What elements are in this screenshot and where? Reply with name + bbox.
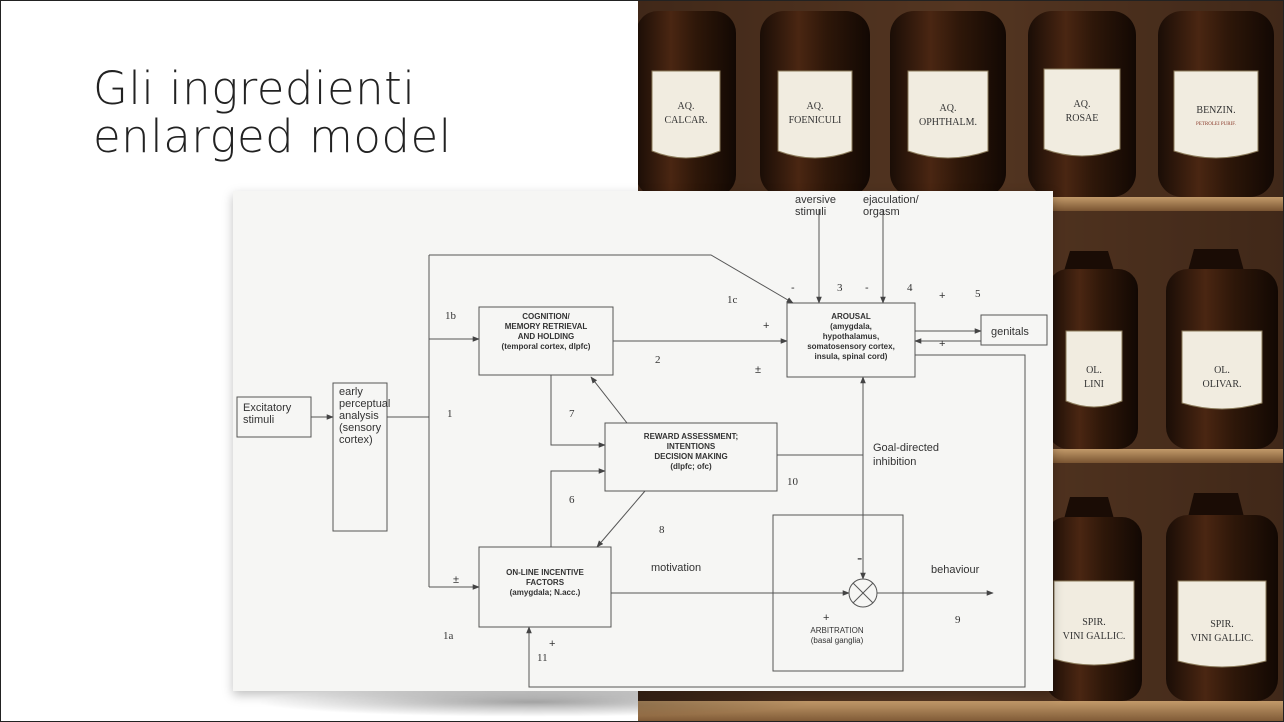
label-3: 3 xyxy=(837,282,843,294)
bottle-label-line1: AQ. xyxy=(678,101,695,112)
bottle-label-line1: BENZIN. xyxy=(1196,105,1235,116)
sign-minus-aversive: - xyxy=(791,282,795,294)
bottle-aq-calcar: AQ. CALCAR. xyxy=(638,11,736,197)
excitatory-line2: stimuli xyxy=(243,414,274,426)
bottle-label-line2: FOENICULI xyxy=(789,115,842,126)
label-7: 7 xyxy=(569,408,575,420)
bottle-label-line2: PETROLEI PURIF. xyxy=(1196,122,1236,127)
online-line3: (amygdala; N.acc.) xyxy=(510,588,581,597)
bottle-label-line1: SPIR. xyxy=(1082,617,1106,628)
online-line1: ON-LINE INCENTIVE xyxy=(506,568,584,577)
early-line1: early xyxy=(339,386,363,398)
bottle-label-line2: CALCAR. xyxy=(664,115,707,126)
bottle-ol-olivar: OL. OLIVAR. xyxy=(1166,249,1278,449)
sign-plusminus-online: ± xyxy=(453,574,459,586)
excitatory-line1: Excitatory xyxy=(243,402,292,414)
bottle-label-line1: SPIR. xyxy=(1210,619,1234,630)
sign-minus-ejaculation: - xyxy=(865,282,869,294)
arousal-line3: hypothalamus, xyxy=(823,332,879,341)
title-line-2: enlarged model xyxy=(93,110,452,163)
online-line2: FACTORS xyxy=(526,578,565,587)
label-11: 11 xyxy=(537,652,548,664)
reward-line3: DECISION MAKING xyxy=(654,452,727,461)
sign-plus-feedback: + xyxy=(549,638,555,650)
motivation-label: motivation xyxy=(651,562,701,574)
bottle-label-line2: OLIVAR. xyxy=(1203,379,1242,390)
label-10: 10 xyxy=(787,476,799,488)
bottle-label-line1: AQ. xyxy=(807,101,824,112)
label-9: 9 xyxy=(955,614,961,626)
goal-line1: Goal-directed xyxy=(873,442,939,454)
early-line3: analysis xyxy=(339,410,379,422)
bottle-aq-ophthalm: AQ. OPHTHALM. xyxy=(890,11,1006,197)
bottle-benzin: BENZIN. PETROLEI PURIF. xyxy=(1158,11,1274,197)
bottle-aq-rosae: AQ. ROSAE xyxy=(1028,11,1136,197)
arbitration-line1: ARBITRATION xyxy=(810,626,863,635)
enlarged-model-diagram: Excitatory stimuli early perceptual anal… xyxy=(233,191,1053,691)
label-8: 8 xyxy=(659,524,665,536)
bottle-spir-vini-gallic-1: SPIR. VINI GALLIC. xyxy=(1046,497,1142,701)
behaviour-label: behaviour xyxy=(931,564,980,576)
bottle-label-line1: OL. xyxy=(1214,365,1230,376)
label-1c: 1c xyxy=(727,294,738,306)
label-5: 5 xyxy=(975,288,981,300)
bottle-ol-lini: OL. LINI xyxy=(1048,251,1138,449)
box-reward-assessment xyxy=(604,422,778,492)
box-early-perceptual-analysis xyxy=(332,382,388,532)
slide-title: Gli ingredienti enlarged model xyxy=(93,65,452,161)
ejaculation-line1: ejaculation/ xyxy=(863,194,920,206)
diagram-svg: Excitatory stimuli early perceptual anal… xyxy=(236,194,1048,688)
cognition-line4: (temporal cortex, dlpfc) xyxy=(502,342,591,351)
reward-line1: REWARD ASSESSMENT; xyxy=(644,432,738,441)
arousal-line2: (amygdala, xyxy=(830,322,872,331)
bottle-aq-foeniculi: AQ. FOENICULI xyxy=(760,11,870,197)
genitals-label: genitals xyxy=(991,326,1029,338)
aversive-line2: stimuli xyxy=(795,206,826,218)
figure-shadow xyxy=(253,687,813,717)
reward-line4: (dlpfc; ofc) xyxy=(670,462,712,471)
bottle-label-line2: VINI GALLIC. xyxy=(1063,631,1126,642)
label-1a: 1a xyxy=(443,630,454,642)
title-line-1: Gli ingredienti xyxy=(93,62,416,115)
cognition-line1: COGNITION/ xyxy=(522,312,570,321)
sign-plus-cognition: + xyxy=(763,320,769,332)
arousal-line4: somatosensory cortex, xyxy=(807,342,895,351)
label-2: 2 xyxy=(655,354,661,366)
early-line4: (sensory xyxy=(339,422,382,434)
ejaculation-line2: orgasm xyxy=(863,206,900,218)
reward-line2: INTENTIONS xyxy=(667,442,716,451)
label-1b: 1b xyxy=(445,310,457,322)
sign-plusminus-arousal: ± xyxy=(755,364,761,376)
sign-minus-arbitration: - xyxy=(857,550,862,567)
sign-plus-genitals-out: + xyxy=(939,290,945,302)
bottle-spir-vini-gallic-2: SPIR. VINI GALLIC. xyxy=(1166,493,1278,701)
bottle-label-line2: OPHTHALM. xyxy=(919,117,977,128)
sign-plus-genitals-in: + xyxy=(939,338,945,350)
early-line5: cortex) xyxy=(339,434,373,446)
box-online-incentive-factors xyxy=(478,546,612,628)
cognition-line2: MEMORY RETRIEVAL xyxy=(505,322,588,331)
arousal-line1: AROUSAL xyxy=(831,312,871,321)
label-4: 4 xyxy=(907,282,913,294)
sign-plus-arbitration: + xyxy=(823,612,829,624)
goal-line2: inhibition xyxy=(873,456,916,468)
shelf-bottom xyxy=(638,701,1283,721)
arbitration-line2: (basal ganglia) xyxy=(811,636,864,645)
label-6: 6 xyxy=(569,494,575,506)
bottle-label-line2: LINI xyxy=(1084,379,1104,390)
early-line2: perceptual xyxy=(339,398,390,410)
arousal-line5: insula, spinal cord) xyxy=(815,352,888,361)
bottle-label-line2: ROSAE xyxy=(1066,113,1099,124)
bottle-label-line1: AQ. xyxy=(940,103,957,114)
bottle-label-line2: VINI GALLIC. xyxy=(1191,633,1254,644)
bottle-label-line1: AQ. xyxy=(1074,99,1091,110)
bottle-label-line1: OL. xyxy=(1086,365,1102,376)
aversive-line1: aversive xyxy=(795,194,836,206)
label-1: 1 xyxy=(447,408,453,420)
cognition-line3: AND HOLDING xyxy=(518,332,574,341)
